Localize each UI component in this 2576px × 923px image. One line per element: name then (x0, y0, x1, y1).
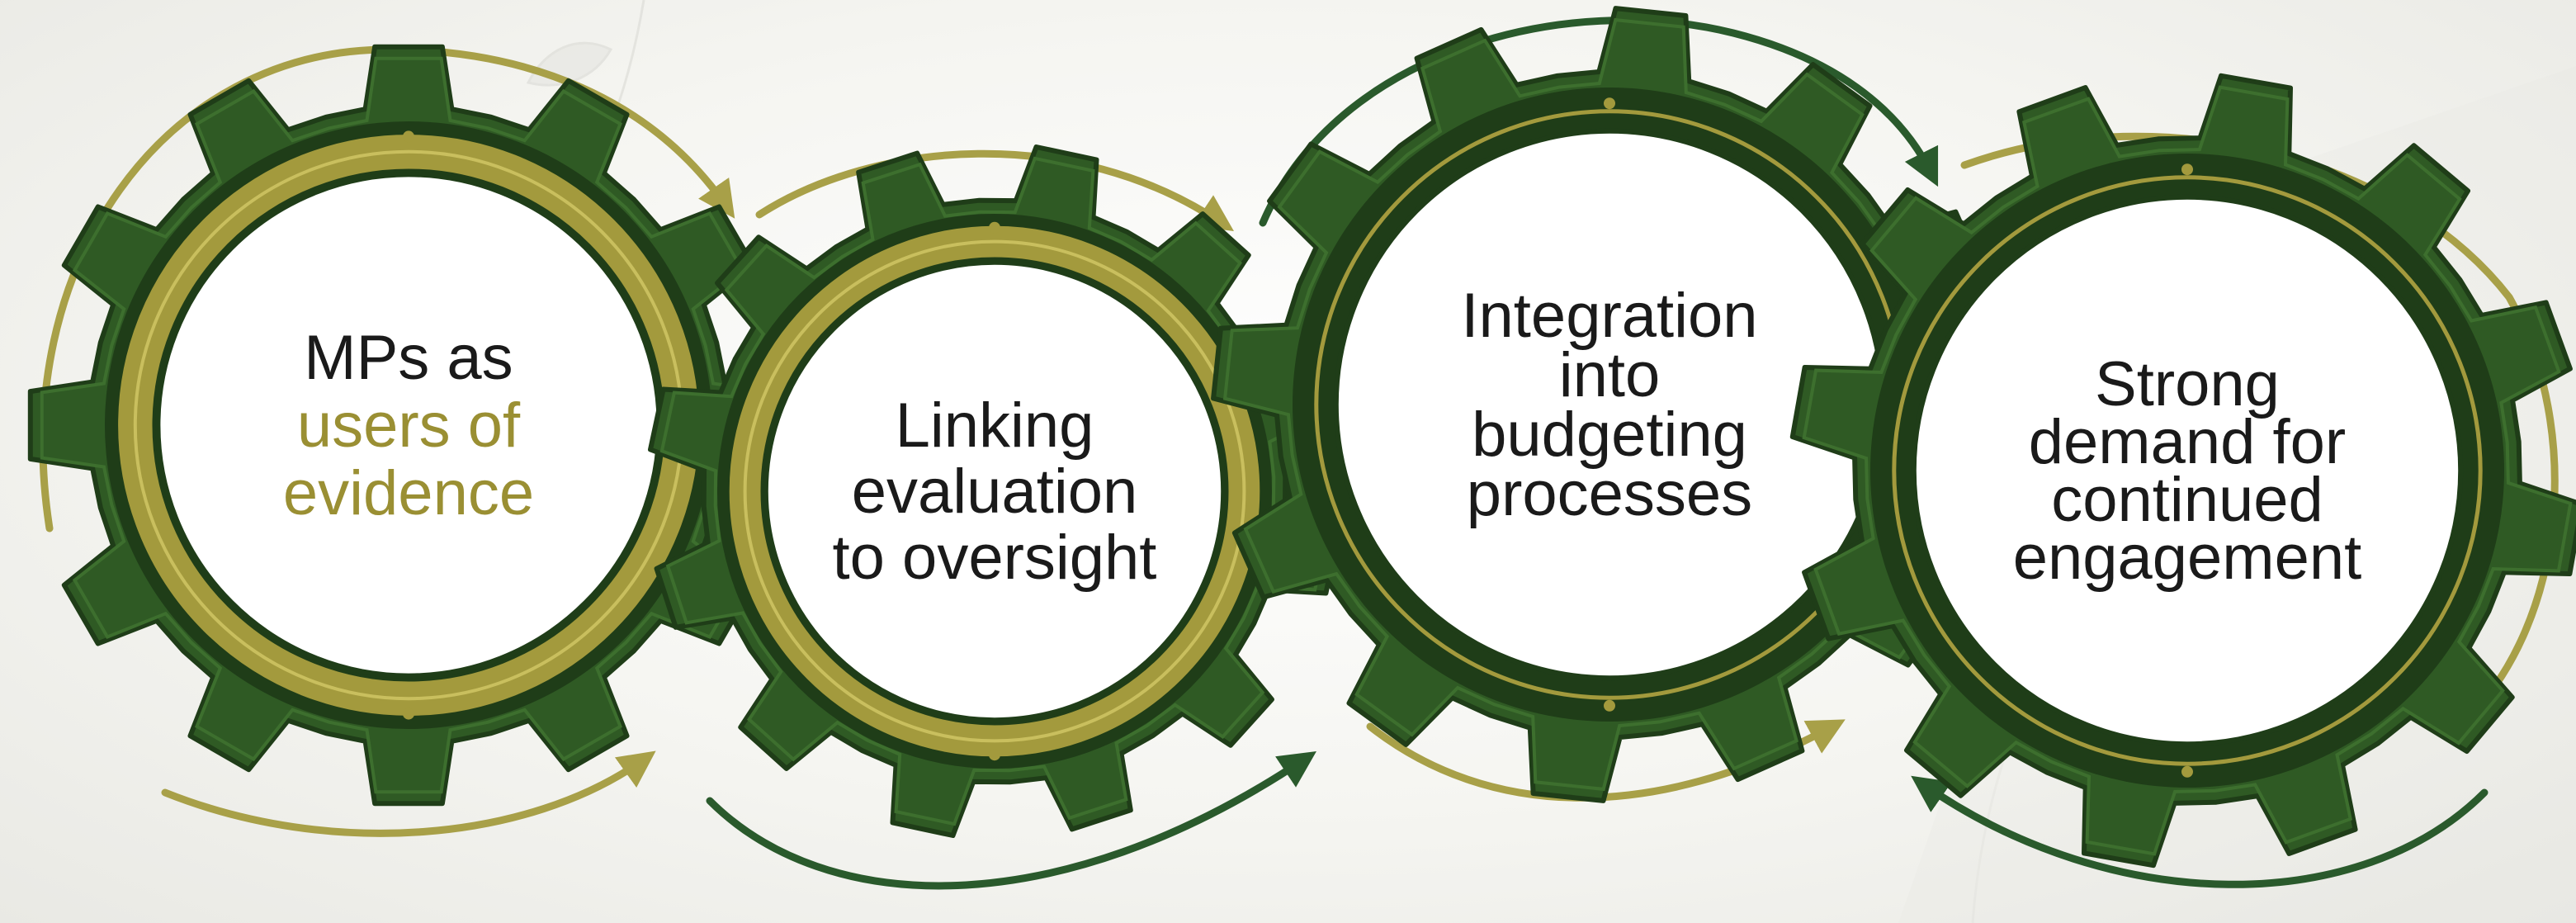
gear-teeth-highlight (659, 156, 1330, 826)
gear-label-line: continued (2051, 465, 2323, 535)
arrow-gear1-top (39, 45, 735, 532)
gear-marker-dot (403, 708, 414, 720)
gear-marker-dot (1604, 97, 1615, 110)
gear-label-line: demand for (2029, 407, 2346, 477)
gear-teeth-highlight (40, 56, 778, 794)
gear-hub (1911, 194, 2464, 747)
arrow-gear4-bottom (1911, 775, 2489, 888)
arrow-gear4-top (1960, 132, 2559, 737)
gear-marker-dot (1604, 699, 1615, 712)
gear-label-line: users of (297, 390, 521, 461)
gear-teeth-highlight (1802, 85, 2573, 856)
gear-label-line: Integration (1461, 281, 1757, 351)
gear-marker-dot (989, 221, 1000, 234)
gear-marker-dot (403, 130, 414, 143)
gear-label-line: MPs as (304, 323, 513, 393)
gear-teeth-highlight (1222, 17, 1997, 792)
gear-label-line: processes (1467, 459, 1752, 529)
gear-label-line: to oversight (833, 523, 1157, 593)
gear-gold-line (1892, 175, 2483, 766)
gear-marker-dot (2181, 163, 2193, 176)
gear-marker-dot (989, 749, 1000, 761)
arrow-gear2-bottom (706, 751, 1316, 890)
gear-label-line: into (1559, 340, 1661, 410)
gear-label-line: evaluation (852, 457, 1138, 527)
arrow-gear2-top (755, 149, 1234, 231)
gear-gold-ring-highlight (743, 239, 1246, 743)
gear-label-line: evidence (283, 458, 534, 528)
gear-hub (763, 259, 1227, 723)
arrow-gear1-bottom (161, 750, 656, 837)
gear-marker-dot (2181, 765, 2193, 778)
gear-label-line: Linking (896, 390, 1094, 461)
gear-label-line: Strong (2095, 349, 2280, 419)
gear-label-line: engagement (2013, 523, 2362, 593)
gear-label-line: budgeting (1472, 400, 1747, 470)
